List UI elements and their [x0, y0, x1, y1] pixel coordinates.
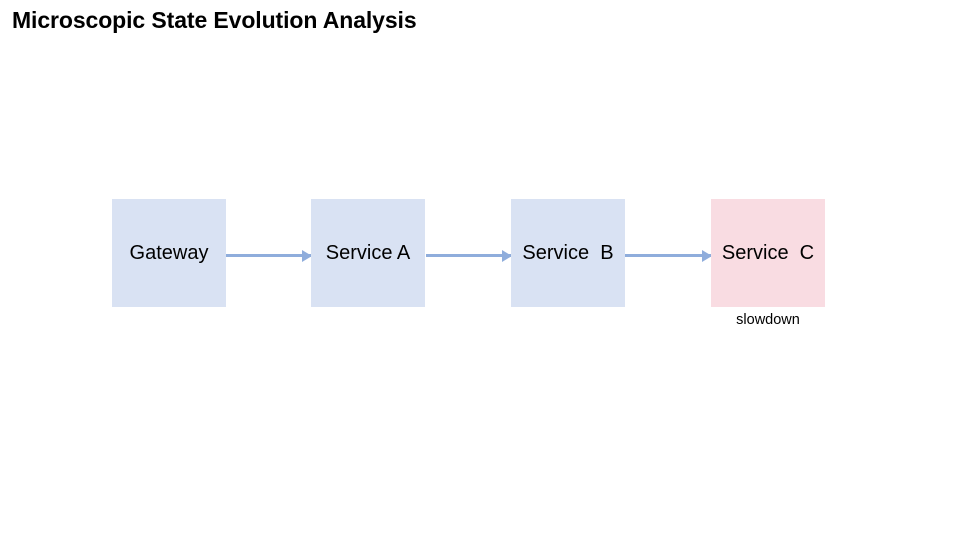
node-label: Service A [325, 242, 411, 264]
edge-service-a-to-service-b [426, 248, 512, 264]
edge-line [625, 254, 712, 258]
node-label: Service C [721, 242, 815, 264]
edge-line [226, 254, 312, 258]
node-service-a[interactable]: Service A [311, 199, 425, 307]
node-label: Gateway [129, 242, 209, 264]
node-label: Service B [522, 242, 614, 264]
status-badge: slowdown [736, 312, 800, 328]
node-background [112, 199, 226, 307]
node-background [711, 199, 825, 307]
node-background [511, 199, 625, 307]
node-gateway[interactable]: Gateway [112, 199, 226, 307]
arrow-head-icon [302, 249, 312, 262]
arrow-head-icon [502, 249, 512, 262]
edge-gateway-to-service-a [226, 248, 312, 264]
node-service-c[interactable]: Service C slowdown [711, 199, 825, 328]
arrow-head-icon [702, 249, 712, 262]
edge-service-b-to-service-c [625, 248, 712, 264]
edge-line [426, 254, 512, 258]
node-background [311, 199, 425, 307]
node-service-b[interactable]: Service B [511, 199, 625, 307]
page-title: Microscopic State Evolution Analysis [12, 7, 417, 33]
